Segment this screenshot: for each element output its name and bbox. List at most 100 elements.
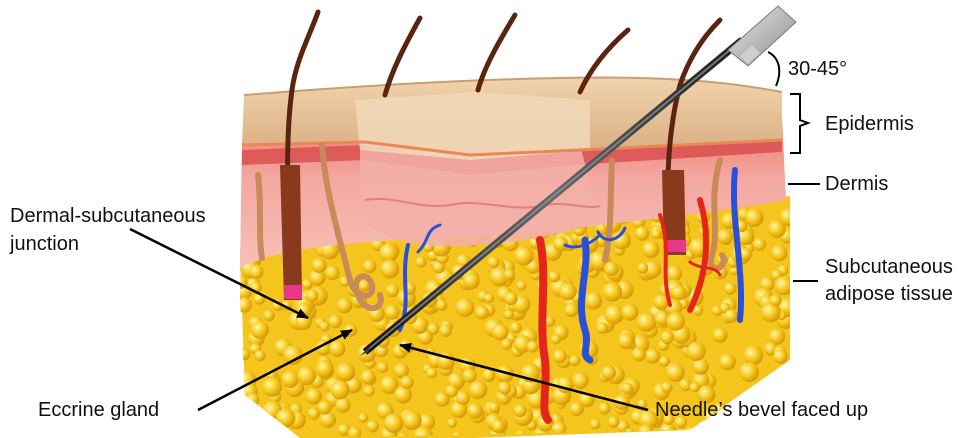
fat-lobule xyxy=(679,379,691,391)
subcutaneous-label-line1: Subcutaneous xyxy=(825,256,953,279)
fat-lobule xyxy=(492,324,509,341)
fat-lobule xyxy=(596,322,608,334)
fat-lobule xyxy=(753,238,766,251)
fat-lobule xyxy=(492,420,505,433)
fat-lobule xyxy=(549,271,561,283)
fat-lobule xyxy=(724,309,738,323)
eccrine-gland-label: Eccrine gland xyxy=(38,399,159,422)
epidermis-label: Epidermis xyxy=(825,113,914,136)
fat-lobule xyxy=(384,414,404,434)
angle-label: 30-45° xyxy=(788,58,847,81)
fat-lobule xyxy=(553,349,567,363)
fat-lobule xyxy=(745,209,763,227)
fat-lobule xyxy=(251,417,263,429)
fat-lobule xyxy=(514,246,533,265)
fat-lobule xyxy=(330,380,349,399)
fat-lobule xyxy=(516,280,526,290)
epidermis-bracket xyxy=(790,94,808,153)
fat-lobule xyxy=(415,256,426,267)
fat-lobule xyxy=(621,304,638,321)
fat-lobule xyxy=(551,334,561,344)
fat-lobule xyxy=(447,418,457,428)
fat-lobule xyxy=(724,282,736,294)
fat-lobule xyxy=(337,298,353,314)
fat-lobule xyxy=(637,312,657,332)
fat-lobule xyxy=(712,328,727,343)
fat-lobule xyxy=(435,392,450,407)
syringe xyxy=(728,6,796,66)
subcutaneous-label-line2: adipose tissue xyxy=(825,283,953,306)
fat-lobule xyxy=(632,348,646,362)
fat-lobule xyxy=(320,412,336,428)
fat-lobule xyxy=(585,292,603,310)
fat-lobule xyxy=(380,260,399,279)
fat-lobule xyxy=(463,273,480,290)
fat-lobule xyxy=(238,348,250,360)
fat-lobule xyxy=(336,362,355,381)
fat-lobule xyxy=(312,258,327,273)
fat-lobule xyxy=(635,226,650,241)
fat-lobule xyxy=(569,355,580,366)
fat-lobule xyxy=(651,229,661,239)
fat-lobule xyxy=(487,256,499,268)
fat-lobule xyxy=(621,383,633,395)
fat-lobule xyxy=(439,324,452,337)
fat-lobule xyxy=(358,413,368,423)
fat-lobule xyxy=(666,312,685,331)
fat-lobule xyxy=(263,310,275,322)
fat-lobule xyxy=(319,321,329,331)
fat-lobule xyxy=(717,229,733,245)
fat-lobule xyxy=(329,341,345,357)
fat-lobule xyxy=(252,426,267,438)
fat-lobule xyxy=(489,402,500,413)
fat-lobule xyxy=(687,342,706,361)
fat-lobule xyxy=(402,411,421,430)
fat-lobule xyxy=(666,363,685,382)
fat-lobule xyxy=(400,376,413,389)
fat-lobule xyxy=(276,408,295,427)
dermis-label: Dermis xyxy=(825,173,888,196)
fat-lobule xyxy=(262,377,282,397)
angle-bracket xyxy=(768,52,779,86)
fat-lobule xyxy=(244,421,259,436)
fat-lobule xyxy=(427,323,439,335)
fat-lobule xyxy=(426,368,437,379)
fat-lobule xyxy=(604,305,624,325)
fat-lobule xyxy=(572,372,589,389)
fat-lobule xyxy=(604,262,619,277)
fat-lobule xyxy=(504,269,515,280)
fat-lobule xyxy=(475,306,489,320)
fat-lobule xyxy=(603,282,623,302)
fat-lobule xyxy=(527,341,539,353)
fat-lobule xyxy=(246,393,259,406)
fat-lobule xyxy=(773,349,788,364)
junction-label-line1: Dermal-subcutaneous xyxy=(10,205,206,228)
fat-lobule xyxy=(251,321,269,339)
fat-lobule xyxy=(385,305,400,320)
fat-lobule xyxy=(659,356,670,367)
fat-lobule xyxy=(363,385,375,397)
fat-lobule xyxy=(608,416,620,428)
fat-lobule xyxy=(642,241,659,258)
fat-lobule xyxy=(467,403,483,419)
fat-lobule xyxy=(367,420,379,432)
needle-bevel-label: Needle’s bevel faced up xyxy=(655,399,868,422)
fat-lobule xyxy=(637,262,648,273)
fat-lobule xyxy=(770,294,782,306)
fat-lobule xyxy=(306,289,319,302)
fat-lobule xyxy=(237,297,252,312)
fat-lobule xyxy=(386,284,399,297)
fat-lobule xyxy=(689,382,699,392)
fat-lobule xyxy=(297,366,316,385)
fat-lobule xyxy=(661,382,672,393)
fat-lobule xyxy=(739,362,759,382)
fat-lobule xyxy=(645,348,661,364)
fat-lobule xyxy=(436,300,447,311)
fat-lobule xyxy=(570,402,584,416)
fat-lobule xyxy=(316,360,334,378)
fat-lobule xyxy=(618,333,634,349)
fat-lobule xyxy=(456,391,470,405)
fat-lobule xyxy=(774,276,793,295)
fat-lobule xyxy=(363,259,377,273)
fat-lobule xyxy=(249,265,263,279)
